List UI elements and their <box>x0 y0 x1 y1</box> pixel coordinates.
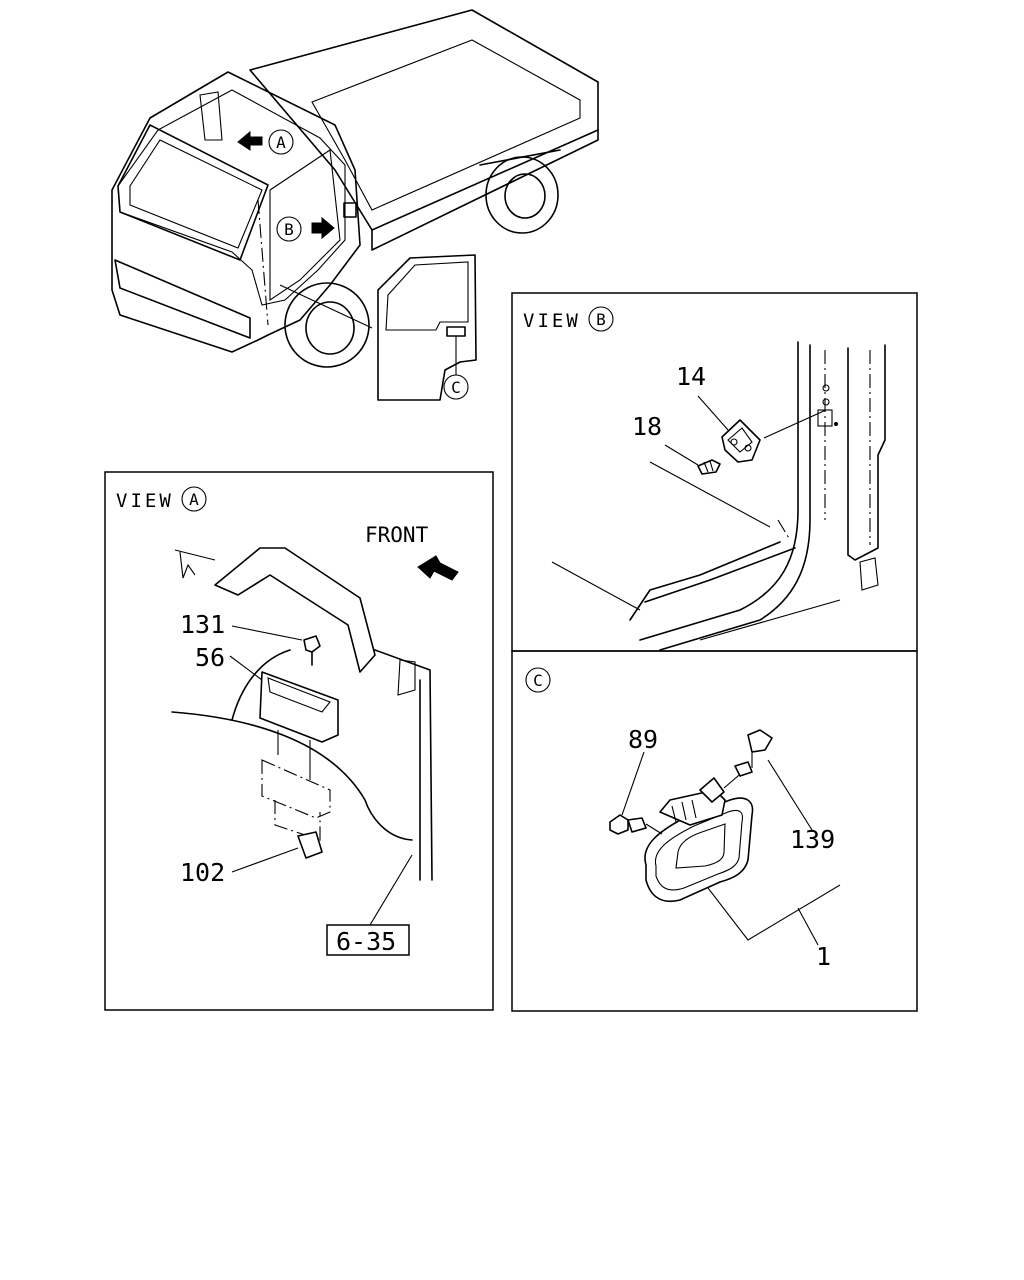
view-c-panel: C 89 139 1 <box>511 650 918 1012</box>
callout-18: 18 <box>632 412 662 441</box>
marker-b: B <box>284 220 294 239</box>
callout-56: 56 <box>195 643 225 672</box>
truck-overview: A B C <box>111 9 599 401</box>
front-label: FRONT <box>365 523 429 547</box>
callout-1: 1 <box>816 942 831 971</box>
callout-89: 89 <box>628 725 658 754</box>
ref-box-6-35: 6-35 <box>336 927 396 956</box>
view-b-marker: B <box>596 310 606 329</box>
callout-139: 139 <box>790 825 835 854</box>
view-a-marker: A <box>189 490 199 509</box>
view-b-panel: VIEW B 14 18 <box>511 292 918 652</box>
callout-14: 14 <box>676 362 706 391</box>
marker-a: A <box>276 133 286 152</box>
marker-c: C <box>451 378 461 397</box>
callout-102: 102 <box>180 858 225 887</box>
callout-131: 131 <box>180 610 225 639</box>
view-a-panel: VIEW A FRONT 131 56 10 <box>104 471 494 1011</box>
view-c-marker: C <box>533 671 543 690</box>
view-b-title: VIEW <box>523 310 581 332</box>
front-arrow-icon <box>417 555 459 581</box>
view-a-title: VIEW <box>116 490 174 512</box>
